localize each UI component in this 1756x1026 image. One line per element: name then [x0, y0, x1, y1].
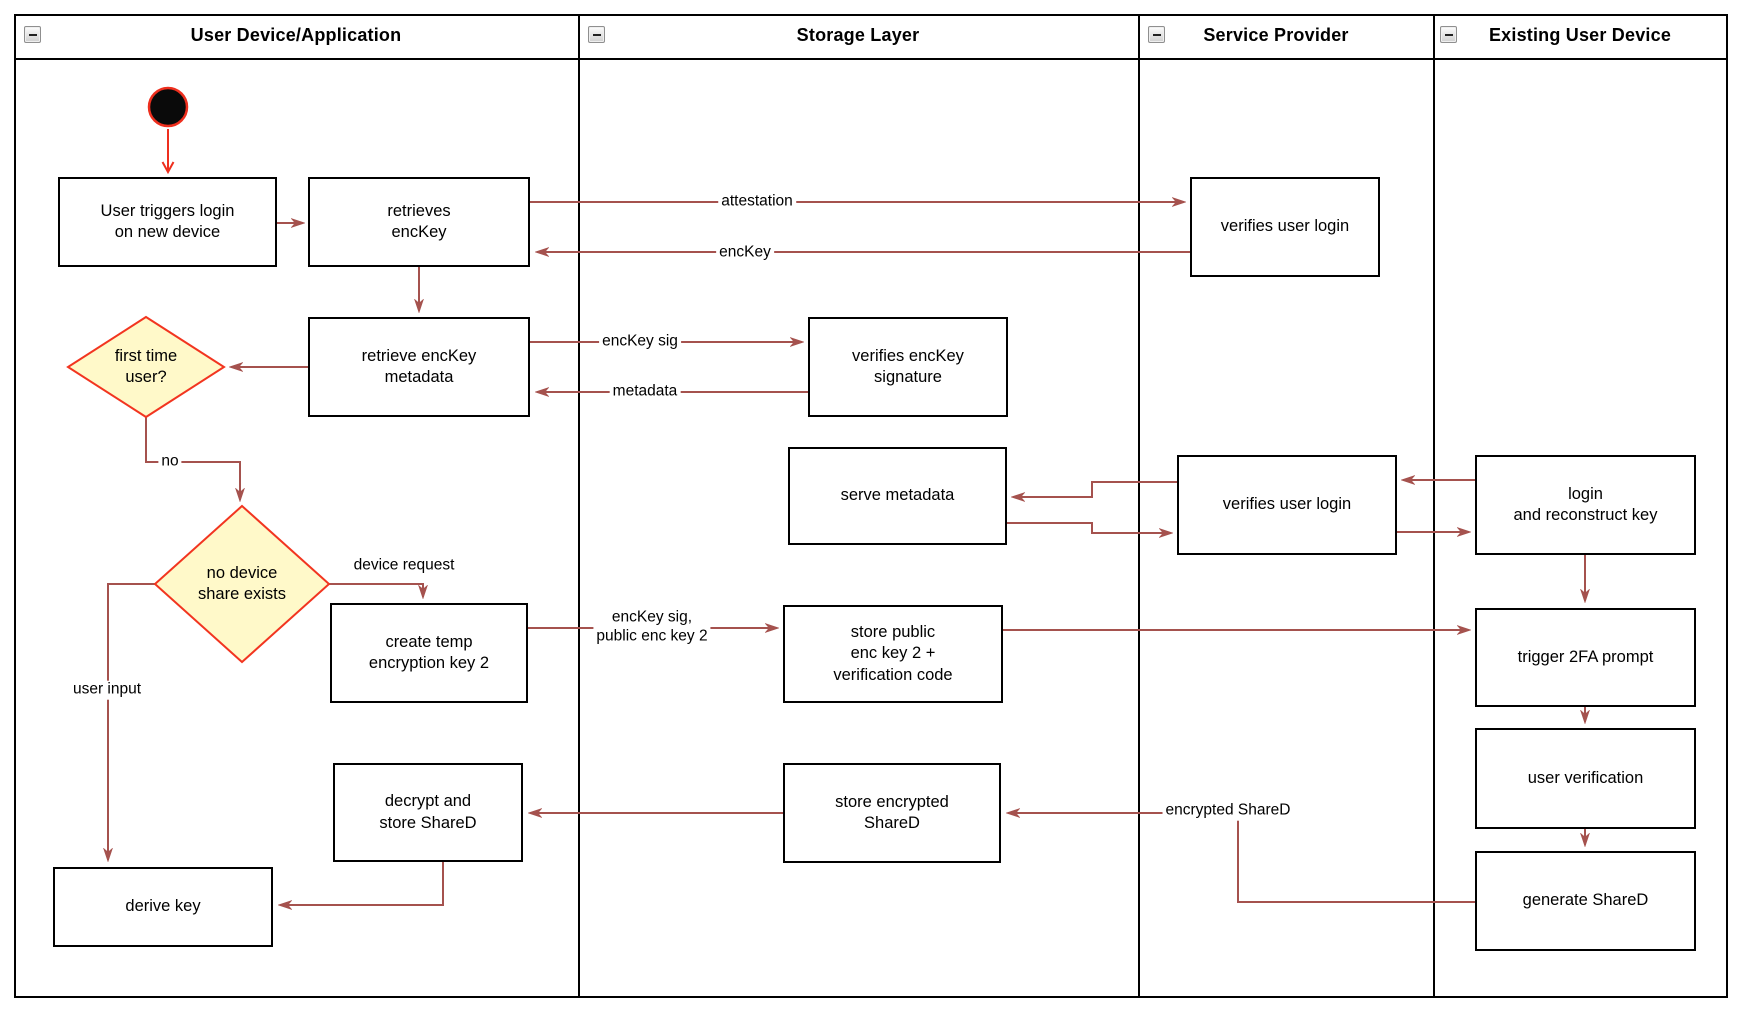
edge-decrypt-to-derive-key — [280, 862, 444, 905]
edge-label-no: no — [158, 452, 182, 472]
edge-label-enckey-sig: encKey sig — [599, 332, 681, 352]
diagram-frame — [14, 14, 1728, 998]
edge-no-branch — [145, 417, 240, 500]
box-trigger-2fa-prompt[interactable]: trigger 2FA prompt — [1475, 608, 1696, 707]
edge-verifies2-to-serve-metadata — [1013, 481, 1177, 497]
collapse-icon[interactable] — [588, 26, 605, 43]
lane-divider-3 — [1433, 14, 1435, 998]
edge-device-request — [329, 583, 423, 597]
edge-label-attestation: attestation — [718, 192, 796, 212]
edge-label-metadata: metadata — [609, 382, 681, 402]
decision-no-device-share[interactable] — [153, 504, 331, 664]
box-verifies-enckey-signature[interactable]: verifies encKey signature — [808, 317, 1008, 417]
lane-divider-1 — [578, 14, 580, 998]
box-derive-key[interactable]: derive key — [53, 867, 273, 947]
edge-user-input — [108, 583, 155, 860]
lane-title-service-provider[interactable]: Service Provider — [1203, 25, 1349, 45]
lane-title-existing-user-device[interactable]: Existing User Device — [1488, 25, 1672, 45]
box-generate-shared[interactable]: generate ShareD — [1475, 851, 1696, 951]
lane-title-storage-layer[interactable]: Storage Layer — [796, 25, 920, 45]
box-retrieve-enckey-metadata[interactable]: retrieve encKey metadata — [308, 317, 530, 417]
collapse-icon[interactable] — [1148, 26, 1165, 43]
collapse-icon[interactable] — [24, 26, 41, 43]
box-login-and-reconstruct-key[interactable]: login and reconstruct key — [1475, 455, 1696, 555]
box-decrypt-store-shared[interactable]: decrypt and store ShareD — [333, 763, 523, 862]
decision-no-device-share-label: no device share exists — [197, 563, 287, 603]
box-user-verification[interactable]: user verification — [1475, 728, 1696, 829]
start-node[interactable] — [147, 86, 189, 128]
box-store-encrypted-shared[interactable]: store encrypted ShareD — [783, 763, 1001, 863]
edge-label-user-input: user input — [69, 680, 145, 700]
edge-label-enckey: encKey — [716, 243, 774, 263]
edge-serve-metadata-to-verifies2 — [1007, 522, 1171, 533]
lane-header-divider — [14, 58, 1728, 60]
box-retrieves-enckey[interactable]: retrieves encKey — [308, 177, 530, 267]
lane-title-user-device-application[interactable]: User Device/Application — [190, 25, 402, 45]
edge-generate-to-store-encrypted — [1008, 813, 1475, 903]
collapse-icon[interactable] — [1440, 26, 1457, 43]
box-user-triggers-login[interactable]: User triggers login on new device — [58, 177, 277, 267]
box-verifies-user-login-1[interactable]: verifies user login — [1190, 177, 1380, 277]
box-store-public-enc-key[interactable]: store public enc key 2 + verification co… — [783, 605, 1003, 703]
edge-label-enckey-sig-public: encKey sig, public enc key 2 — [593, 608, 711, 646]
box-verifies-user-login-2[interactable]: verifies user login — [1177, 455, 1397, 555]
decision-first-time-user[interactable] — [66, 315, 226, 419]
edge-label-device-request: device request — [350, 556, 458, 576]
box-serve-metadata[interactable]: serve metadata — [788, 447, 1007, 545]
lane-divider-2 — [1138, 14, 1140, 998]
edge-label-encrypted-shared: encrypted ShareD — [1162, 801, 1294, 821]
box-create-temp-encryption-key[interactable]: create temp encryption key 2 — [330, 603, 528, 703]
decision-first-time-user-label: first time user? — [114, 346, 178, 386]
